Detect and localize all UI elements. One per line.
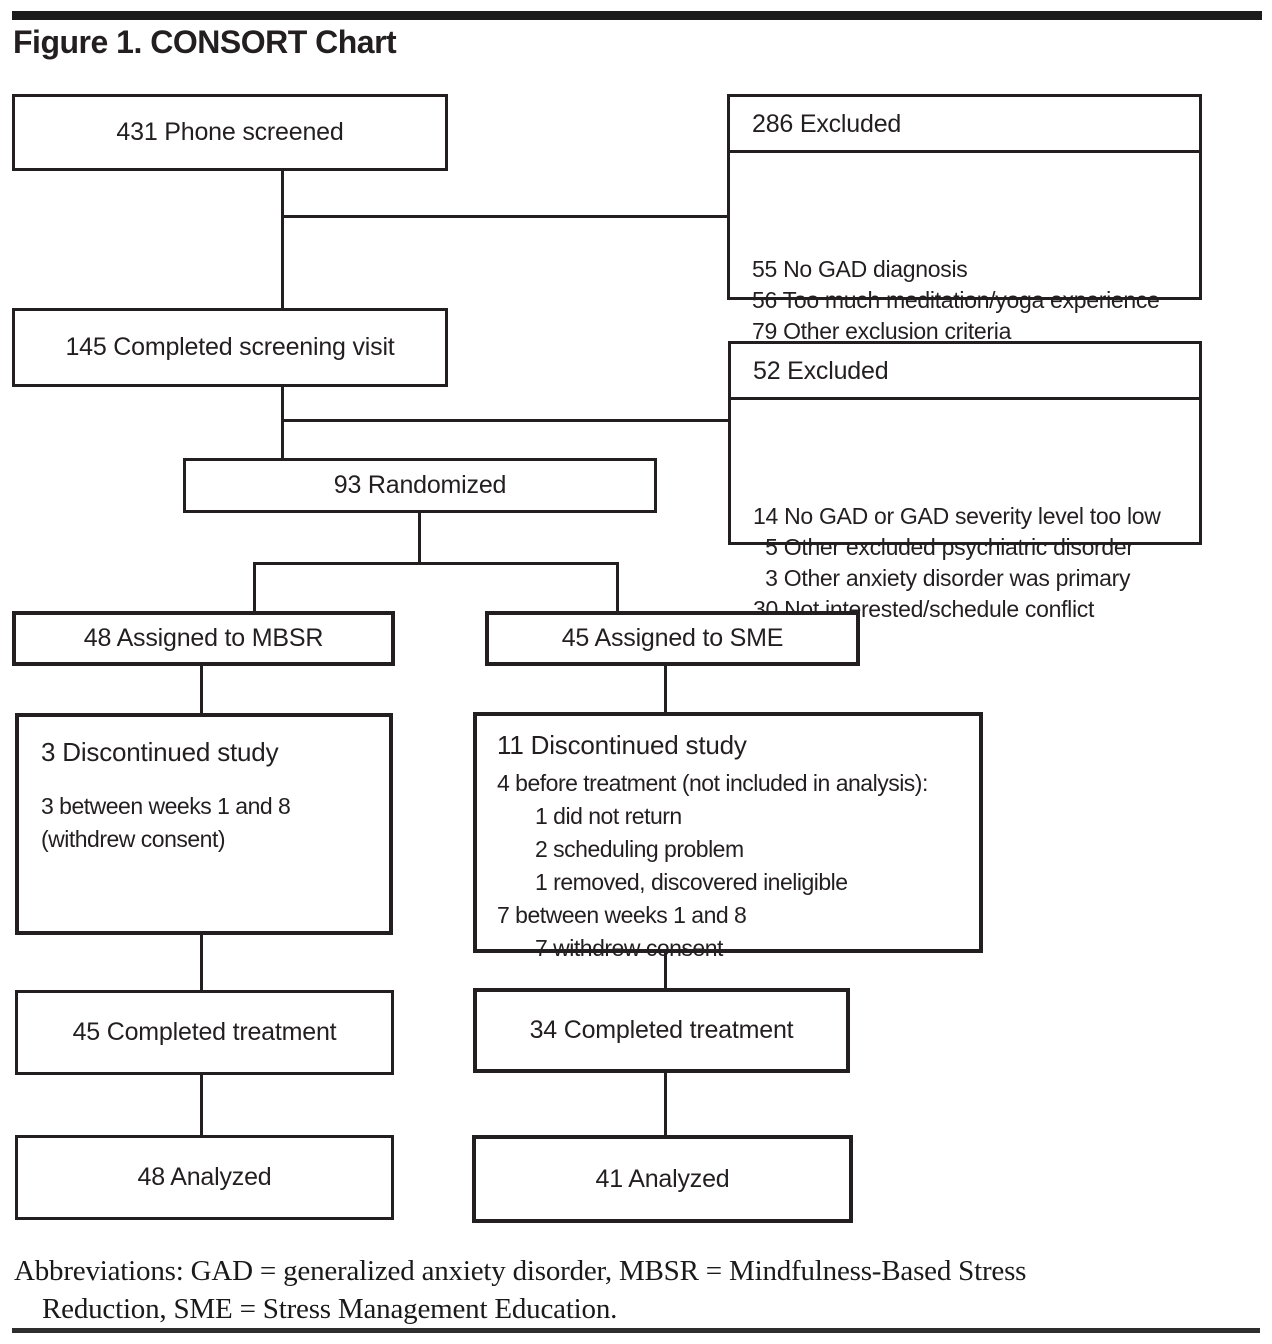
discontinued-detail-line: 1 removed, discovered ineligible <box>535 869 848 895</box>
box-analyzed-sme-label: 41 Analyzed <box>595 1164 730 1193</box>
connector-phone-to-screening <box>281 171 284 308</box>
footnote-line-2: Reduction, SME = Stress Management Educa… <box>42 1293 618 1325</box>
discontinued-detail-line: 3 between weeks 1 and 8 <box>41 793 291 819</box>
box-excluded-286: 286 Excluded 55 No GAD diagnosis 56 Too m… <box>727 94 1202 375</box>
connector-sme-to-discontinued <box>664 666 667 712</box>
connector-randomized-down <box>418 513 421 562</box>
excluded-reason-item: 3 Other anxiety disorder was primary <box>753 565 1131 591</box>
connector-discontinued-to-completed-mbsr <box>200 935 203 990</box>
box-completed-screening: 145 Completed screening visit <box>12 308 448 387</box>
box-completed-treatment-sme-label: 34 Completed treatment <box>529 1016 794 1044</box>
box-excluded-52: 52 Excluded 14 No GAD or GAD severity le… <box>728 341 1202 622</box>
connector-completed-to-analyzed-mbsr <box>200 1075 203 1135</box>
connector-branch-to-sme <box>616 562 619 611</box>
connector-phone-to-excluded-286 <box>283 215 727 218</box>
connector-discontinued-to-completed-sme <box>664 953 667 988</box>
box-completed-treatment-sme: 34 Completed treatment <box>473 988 850 1073</box>
discontinued-detail-line: 4 before treatment (not included in anal… <box>497 770 928 796</box>
box-randomized: 93 Randomized <box>183 458 657 513</box>
footnote-line-1: Abbreviations: GAD = generalized anxiety… <box>14 1255 1027 1287</box>
excluded-52-list: 14 No GAD or GAD severity level too low … <box>731 400 1199 625</box>
bottom-rule <box>12 1328 1260 1333</box>
connector-mbsr-to-discontinued <box>200 666 203 713</box>
excluded-reason-item: 5 Other excluded psychiatric disorder <box>753 534 1134 560</box>
excluded-reason-item: 79 Other exclusion criteria <box>752 318 1012 344</box>
discontinued-mbsr-details: 3 between weeks 1 and 8 (withdrew consent… <box>37 790 371 856</box>
connector-branch-to-mbsr <box>253 562 256 611</box>
excluded-52-header: 52 Excluded <box>731 344 1199 400</box>
discontinued-detail-line: 7 between weeks 1 and 8 <box>497 902 747 928</box>
box-completed-treatment-mbsr: 45 Completed treatment <box>15 990 394 1075</box>
discontinued-detail-line: 7 withdrew consent <box>535 935 723 961</box>
connector-completed-to-analyzed-sme <box>664 1073 667 1135</box>
box-analyzed-mbsr: 48 Analyzed <box>15 1135 394 1220</box>
connector-screening-to-randomized <box>281 387 284 458</box>
excluded-reason-item: 56 Too much meditation/yoga experience <box>752 287 1160 313</box>
box-analyzed-sme: 41 Analyzed <box>472 1135 853 1223</box>
discontinued-detail-line: 2 scheduling problem <box>535 836 744 862</box>
box-discontinued-mbsr: 3 Discontinued study 3 between weeks 1 a… <box>15 713 393 935</box>
discontinued-detail-line: (withdrew consent) <box>41 826 226 852</box>
excluded-reason-item: 14 No GAD or GAD severity level too low <box>753 503 1161 529</box>
box-randomized-label: 93 Randomized <box>333 471 507 499</box>
discontinued-sme-header: 11 Discontinued study <box>497 730 747 760</box>
discontinued-mbsr-header: 3 Discontinued study <box>41 737 279 767</box>
top-rule <box>12 11 1262 20</box>
discontinued-detail-line: 1 did not return <box>535 803 682 829</box>
box-assigned-mbsr-label: 48 Assigned to MBSR <box>83 624 324 652</box>
box-assigned-sme-label: 45 Assigned to SME <box>561 624 784 652</box>
excluded-reason-item: 30 Not interested/schedule conflict <box>753 596 1095 622</box>
box-analyzed-mbsr-label: 48 Analyzed <box>137 1163 272 1191</box>
excluded-reason-item: 55 No GAD diagnosis <box>752 256 968 282</box>
box-completed-treatment-mbsr-label: 45 Completed treatment <box>72 1018 337 1046</box>
connector-randomization-branch <box>253 562 619 565</box>
box-assigned-sme: 45 Assigned to SME <box>485 611 860 666</box>
box-completed-screening-label: 145 Completed screening visit <box>65 333 395 361</box>
box-phone-screened: 431 Phone screened <box>12 94 448 171</box>
box-phone-screened-label: 431 Phone screened <box>116 118 344 146</box>
figure-title: Figure 1. CONSORT Chart <box>13 24 397 60</box>
connector-screening-to-excluded-52 <box>283 419 728 422</box>
excluded-286-header: 286 Excluded <box>730 97 1199 153</box>
box-discontinued-sme: 11 Discontinued study 4 before treatment… <box>473 712 983 961</box>
discontinued-sme-details: 4 before treatment (not included in anal… <box>493 767 971 965</box>
abbreviations-footnote: Abbreviations: GAD = generalized anxiety… <box>14 1252 1244 1328</box>
box-assigned-mbsr: 48 Assigned to MBSR <box>12 611 395 666</box>
